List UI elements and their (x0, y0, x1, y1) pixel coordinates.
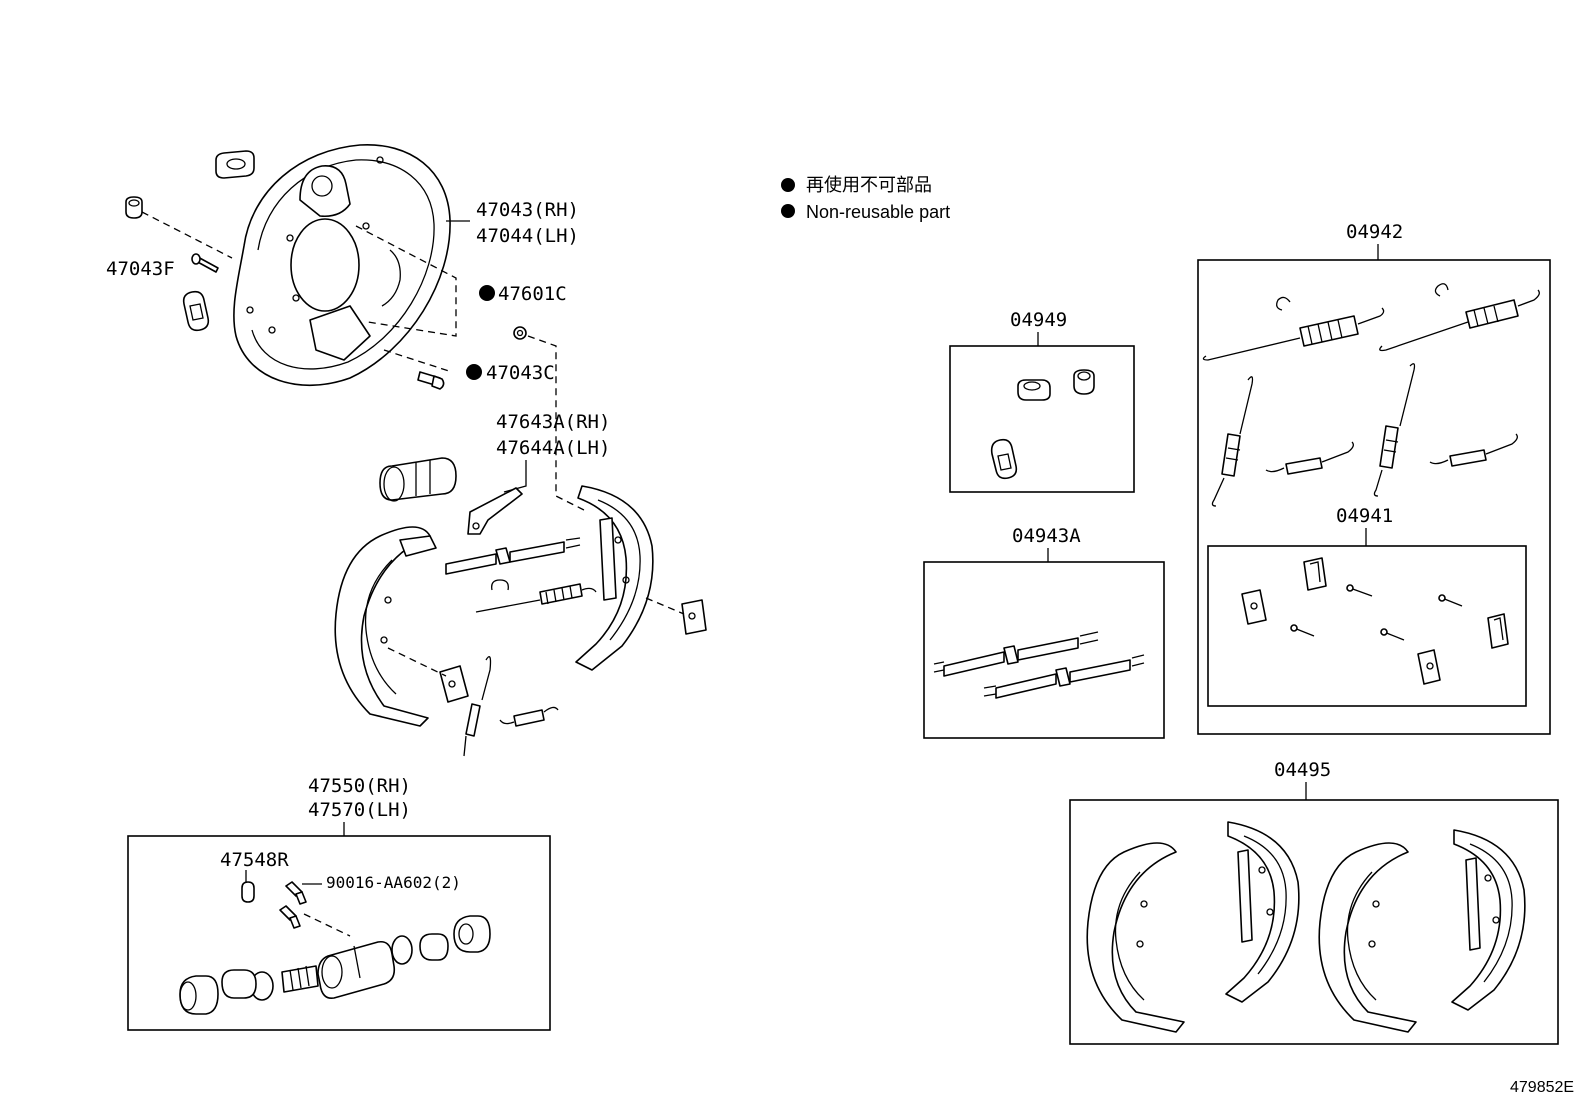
legend-dot-icon (781, 204, 795, 218)
label-47550-rh: 47550(RH) (308, 775, 411, 797)
spring-icon (1429, 433, 1518, 467)
shoe-hold-down-icon (439, 665, 469, 703)
wheel-cylinder-parts (179, 881, 491, 1015)
kit-04942-box (1197, 259, 1551, 735)
spring-icon (281, 965, 319, 993)
piston-icon (221, 969, 257, 999)
plug-icon (990, 438, 1018, 480)
spring-icon (1202, 296, 1385, 361)
legend: 再使用不可部品 Non-reusable part (781, 175, 950, 222)
leader-47643a (503, 460, 527, 493)
pin-icon (1290, 624, 1315, 637)
spring-icon (1379, 283, 1540, 352)
wheel-cylinder-icon (379, 457, 457, 502)
spring-icon (1265, 441, 1354, 475)
adjuster-icon (983, 654, 1145, 699)
label-47644a-lh: 47644A(LH) (496, 437, 610, 459)
label-04942: 04942 (1346, 221, 1403, 243)
label-47548r: 47548R (220, 849, 289, 871)
nut-icon (513, 326, 527, 340)
label-47601c: 47601C (498, 283, 567, 305)
label-04943a: 04943A (1012, 525, 1081, 547)
kit-04949-box (949, 345, 1135, 493)
bolt-icon (417, 371, 445, 390)
piston-icon (419, 933, 449, 961)
spring-icon (1211, 376, 1254, 507)
backing-plate-icon (233, 144, 451, 386)
brake-shoe-icon (575, 485, 654, 671)
shoe-hold-down-icon (1241, 589, 1267, 625)
kit-04941-box (1207, 545, 1527, 707)
wheel-cylinder-icon (317, 940, 396, 1000)
label-47044-lh: 47044(LH) (476, 225, 579, 247)
shoe-hold-down-icon (1303, 557, 1327, 591)
brake-shoe-icon (1451, 829, 1526, 1011)
label-47043f: 47043F (106, 258, 175, 280)
non-reusable-dot-icon (466, 364, 482, 380)
adjuster-icon (933, 631, 1099, 677)
cap-icon (241, 881, 255, 903)
boot-icon (453, 915, 491, 953)
bleeder-screw-icon (279, 881, 307, 929)
spring-icon (463, 656, 492, 757)
plug-icon (1017, 379, 1051, 401)
shoe-assembly-group (334, 457, 707, 757)
label-04941: 04941 (1336, 505, 1393, 527)
kit-04495-box (1069, 799, 1559, 1045)
non-reusable-dot-icon (479, 285, 495, 301)
backing-plate-group (125, 144, 585, 511)
spring-icon (499, 706, 559, 727)
wheel-cylinder-kit-box (127, 835, 551, 1031)
legend-text-en: Non-reusable part (806, 202, 950, 222)
figure-reference-number: 479852E (1510, 1079, 1574, 1096)
plug-icon (215, 150, 255, 179)
label-90016: 90016-AA602(2) (326, 873, 461, 892)
legend-text-jp: 再使用不可部品 (806, 175, 932, 195)
label-04495: 04495 (1274, 759, 1331, 781)
brake-shoe-icon (1086, 842, 1185, 1033)
plug-icon (182, 290, 210, 332)
hook-icon (491, 579, 509, 591)
grommet-icon (1073, 369, 1095, 395)
shoe-hold-down-icon (1487, 613, 1509, 649)
shoe-hold-down-icon (681, 599, 707, 635)
adjuster-icon (445, 537, 581, 575)
boot-icon (179, 975, 219, 1015)
label-47043-rh: 47043(RH) (476, 199, 579, 221)
spring-icon (1373, 363, 1416, 497)
grommet-icon (125, 196, 143, 219)
label-47643a-rh: 47643A(RH) (496, 411, 610, 433)
pin-icon (1346, 584, 1373, 597)
brake-shoe-icon (1225, 821, 1300, 1003)
brake-shoe-icon (334, 526, 437, 727)
legend-dot-icon (781, 178, 795, 192)
label-47043c: 47043C (486, 362, 555, 384)
pin-icon (1380, 628, 1405, 641)
label-47570-lh: 47570(LH) (308, 799, 411, 821)
pin-icon (1438, 594, 1463, 607)
kit-04943a-box (923, 561, 1165, 739)
shoe-hold-down-icon (1417, 649, 1441, 685)
label-04949: 04949 (1010, 309, 1067, 331)
brake-shoe-icon (1318, 842, 1417, 1033)
bolt-icon (191, 253, 219, 273)
piston-cup-icon (391, 935, 413, 965)
spring-icon (475, 583, 597, 613)
parking-lever-icon (467, 487, 523, 535)
